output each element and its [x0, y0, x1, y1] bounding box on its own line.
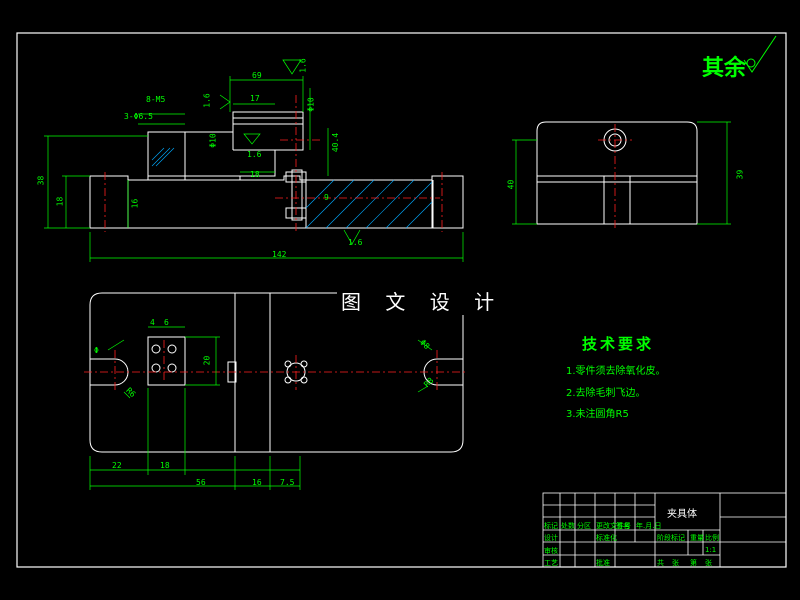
- plan-centerlines: [84, 340, 468, 392]
- requirement-item: 1.零件须去除氧化皮。: [566, 366, 666, 377]
- side-view: [536, 121, 698, 225]
- tb-cell: 年.月.日: [636, 522, 662, 530]
- part-name: 夹具体: [667, 509, 697, 520]
- dim-label: 16: [252, 478, 262, 487]
- dim-label: 3-Φ6.5: [124, 112, 153, 121]
- dim-label: 56: [196, 478, 206, 487]
- dim-label: 40.4: [331, 132, 341, 153]
- dim-label: 1.6: [247, 150, 262, 159]
- tb-cell: 张: [705, 559, 712, 567]
- dim-label: 69: [252, 71, 262, 80]
- tb-cell: 张: [672, 559, 679, 567]
- surface-finish-note: 其余: [702, 56, 747, 81]
- dim-label: Φ: [94, 346, 99, 355]
- dim-label: 18: [250, 170, 260, 179]
- tb-cell: 分区: [577, 522, 591, 530]
- dim-label: 4: [150, 318, 155, 327]
- plan-view: [89, 292, 464, 453]
- tb-cell: 比例: [705, 534, 719, 542]
- tb-cell: 处数: [561, 522, 575, 530]
- tb-cell: 审核: [544, 547, 558, 555]
- requirement-item: 2.去除毛刺飞边。: [566, 388, 646, 399]
- roughness-circle: [746, 58, 756, 68]
- tb-cell: 更改文件号: [596, 522, 631, 530]
- dim-label: 1.6: [348, 238, 363, 247]
- dim-label: 1.6: [298, 58, 308, 73]
- tb-cell: 1:1: [705, 546, 717, 554]
- dim-label: 142: [272, 250, 287, 259]
- tb-cell: 工艺: [544, 559, 558, 567]
- title-block-grid: [542, 492, 787, 568]
- dim-label: Φ10: [306, 97, 316, 112]
- dim-label: 8-M5: [146, 95, 166, 104]
- dim-label: 18: [55, 196, 65, 207]
- front-view: [89, 111, 464, 229]
- plan-dimensions: [89, 326, 433, 490]
- dim-label: 18: [160, 461, 170, 470]
- front-hatch: [151, 147, 433, 229]
- dim-label: 20: [202, 355, 212, 366]
- requirement-item: 3.未注圆角R5: [566, 409, 629, 420]
- tb-cell: 第: [690, 559, 697, 567]
- tb-cell: 签名: [616, 522, 630, 530]
- tb-cell: 标准化: [596, 534, 617, 542]
- dim-label: 9: [324, 193, 329, 202]
- dim-label: Φ10: [208, 133, 218, 148]
- tb-cell: 标记: [544, 522, 558, 530]
- side-centerlines: [598, 124, 632, 230]
- side-dimensions: [512, 121, 731, 225]
- dim-label: 22: [112, 461, 122, 470]
- front-dimensions: [44, 59, 464, 262]
- watermark-text: 图 文 设 计: [337, 286, 508, 315]
- front-centerlines: [104, 95, 443, 232]
- tb-cell: 共: [657, 559, 664, 567]
- dim-label: 17: [250, 94, 260, 103]
- dim-label: 7.5: [280, 478, 295, 487]
- tb-cell: 批准: [596, 559, 610, 567]
- dim-label: 39: [735, 169, 745, 180]
- dim-label: 38: [36, 175, 46, 186]
- dim-label: 16: [130, 198, 140, 209]
- dim-label: 6: [164, 318, 169, 327]
- dim-label: 40: [506, 179, 516, 190]
- sheet-border: [16, 32, 787, 568]
- tb-cell: 设计: [544, 534, 558, 542]
- requirements-title: 技术要求: [582, 335, 655, 353]
- dim-label: 1.6: [202, 93, 212, 108]
- tb-cell: 阶段标记: [657, 534, 685, 542]
- tb-cell: 重量: [690, 534, 704, 542]
